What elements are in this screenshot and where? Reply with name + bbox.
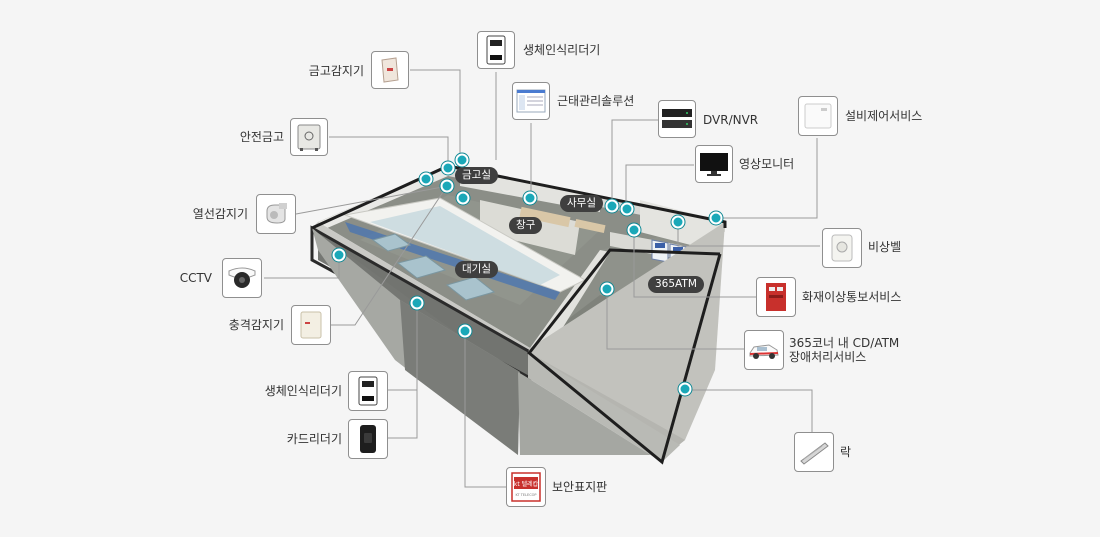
marker-heat-sensor[interactable] [419,172,433,186]
lock-icon[interactable] [794,432,834,472]
label-emergency-bell: 비상벨 [868,240,902,254]
sign-brand-text: kt 텔레캅 [514,480,539,488]
table-2 [445,276,496,301]
security-sign-icon[interactable]: kt 텔레캅 KT TELECOP [506,467,546,507]
office-desk [519,206,571,228]
marker-fire-notice[interactable] [627,223,641,237]
label-bio-reader-bottom: 생체인식리더기 [264,384,342,398]
attendance-icon[interactable] [512,82,550,120]
fire-notice-icon[interactable] [756,277,796,317]
label-shock-sensor: 충격감지기 [228,318,284,332]
monitor-icon[interactable] [695,145,733,183]
label-bio-reader-top: 생체인식리더기 [523,43,601,57]
leader-lines [264,69,820,488]
room-tag-atm: 365ATM [648,276,704,293]
left-glass-face [400,300,520,455]
label-lock: 락 [840,445,852,459]
safe-icon[interactable] [290,118,328,156]
bio-reader-top-icon[interactable] [477,31,515,69]
label-security-sign: 보안표지판 [552,480,608,494]
heat-sensor-icon[interactable] [256,194,296,234]
marker-lock[interactable] [678,382,692,396]
facility-control-icon[interactable] [798,96,838,136]
label-heat-sensor: 열선감지기 [192,207,248,221]
front-right-outline [527,253,722,465]
marker-safe[interactable] [441,161,455,175]
shock-sensor-icon[interactable] [291,305,331,345]
office-desk-2 [574,218,606,234]
atm-screen-2 [673,247,683,252]
right-outer-face [528,352,680,462]
label-card-reader: 카드리더기 [286,432,342,446]
atm-wall-outline [528,248,721,353]
marker-security-sign[interactable] [458,324,472,338]
label-cctv: CCTV [179,271,212,285]
label-atm-service-2: 장애처리서비스 [789,350,867,364]
emergency-bell-icon[interactable] [822,228,862,268]
card-reader-icon[interactable] [348,419,388,459]
front-bottom-face [518,372,662,462]
label-facility: 설비제어서비스 [845,109,923,123]
marker-emergency-bell[interactable] [671,215,685,229]
marker-vault-sensor[interactable] [455,153,469,167]
table-3 [371,233,412,252]
cctv-icon[interactable] [222,258,262,298]
table-1 [396,255,447,279]
room-tag-office: 사무실 [560,195,603,212]
dvr-icon[interactable] [658,100,696,138]
marker-facility[interactable] [709,211,723,225]
room-tag-vault: 금고실 [455,167,498,184]
vault-sensor-icon[interactable] [371,51,409,89]
label-safe: 안전금고 [239,130,284,144]
label-fire-notice: 화재이상통보서비스 [802,290,902,304]
label-dvr: DVR/NVR [703,113,759,127]
atm-service-car-icon[interactable] [744,330,784,370]
label-atm-service-1: 365코너 내 CD/ATM [789,336,900,350]
bio-reader-bottom-icon[interactable] [348,371,388,411]
marker-shock-sensor[interactable] [440,179,454,193]
marker-attendance[interactable] [523,191,537,205]
room-tag-window: 창구 [509,217,543,234]
marker-bio-reader-vault[interactable] [456,191,470,205]
sign-sub-text: KT TELECOP [515,493,536,497]
marker-monitor[interactable] [620,202,634,216]
room-tag-waiting: 대기실 [455,261,498,278]
atm-screen-1 [655,243,665,248]
label-attendance: 근태관리솔루션 [557,94,635,108]
label-monitor: 영상모니터 [739,157,795,171]
marker-dvr[interactable] [605,199,619,213]
counter-glass [370,206,560,285]
label-vault-sensor: 금고감지기 [308,64,364,78]
roof-outline [311,164,727,230]
marker-cctv[interactable] [332,248,346,262]
marker-entrance-reader[interactable] [410,296,424,310]
marker-atm-service[interactable] [600,282,614,296]
